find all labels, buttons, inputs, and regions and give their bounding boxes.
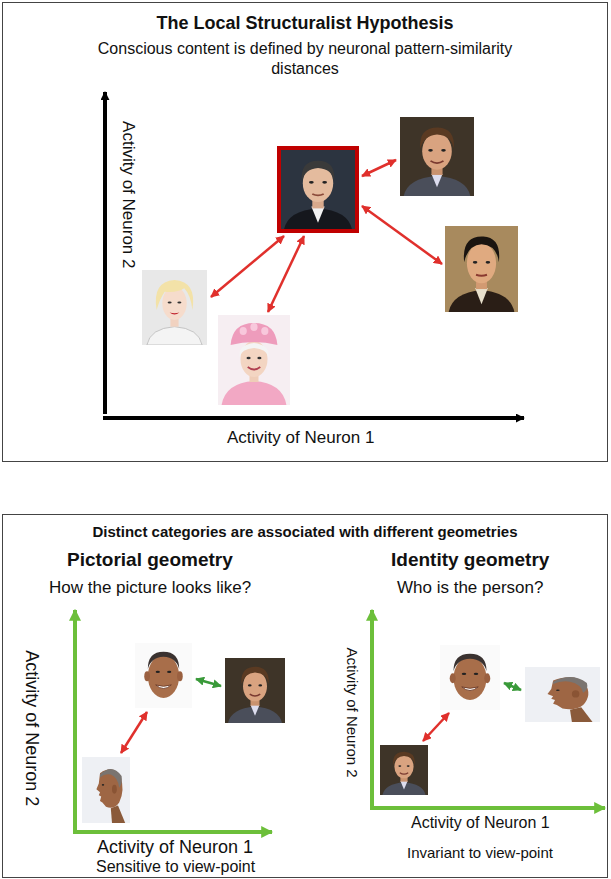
face-photo xyxy=(525,667,600,722)
axis-note: Sensitive to view-point xyxy=(96,858,255,876)
axis-label: Activity of Neuron 1 xyxy=(97,837,253,858)
axis-note: Invariant to view-point xyxy=(407,844,553,861)
distance-arrow xyxy=(423,713,449,741)
distance-arrow xyxy=(121,712,147,753)
face-photo xyxy=(142,270,207,345)
face-photo xyxy=(218,315,290,405)
distance-arrow xyxy=(196,679,221,686)
panel-subtitle: Conscious content is defined by neuronal… xyxy=(70,39,540,79)
y-axis xyxy=(370,610,374,810)
highlight-frame xyxy=(279,148,357,231)
distance-arrow xyxy=(504,683,521,690)
face-photo xyxy=(82,757,130,823)
distance-arrow xyxy=(268,236,304,312)
axis-label: Activity of Neuron 2 xyxy=(119,121,139,268)
geometry-question: Who is the person? xyxy=(397,578,543,598)
face-photo xyxy=(440,645,500,710)
axis-label: Activity of Neuron 2 xyxy=(343,648,360,778)
x-axis xyxy=(370,806,605,810)
panel: The Local Structuralist HypothesisConsci… xyxy=(2,2,608,462)
geometry-question: How the picture looks like? xyxy=(49,578,251,598)
x-axis xyxy=(103,416,524,420)
y-axis xyxy=(103,92,107,414)
distance-arrow xyxy=(362,160,396,176)
distance-arrow xyxy=(362,206,442,264)
axis-label: Activity of Neuron 2 xyxy=(22,650,43,806)
geometry-title: Pictorial geometry xyxy=(67,549,233,571)
axis-label: Activity of Neuron 1 xyxy=(227,428,374,448)
face-photo xyxy=(380,745,428,795)
y-axis xyxy=(73,610,77,834)
face-photo xyxy=(400,117,474,196)
face-photo xyxy=(445,226,518,312)
face-photo xyxy=(135,643,192,708)
panel-title: Distinct categories are associated with … xyxy=(7,523,603,542)
geometry-title: Identity geometry xyxy=(391,549,549,571)
face-photo xyxy=(280,149,356,230)
x-axis xyxy=(73,830,272,834)
face-photo xyxy=(225,658,285,723)
axis-label: Activity of Neuron 1 xyxy=(411,814,550,832)
distance-arrow xyxy=(211,236,284,297)
panel-title: The Local Structuralist Hypothesis xyxy=(25,12,585,35)
